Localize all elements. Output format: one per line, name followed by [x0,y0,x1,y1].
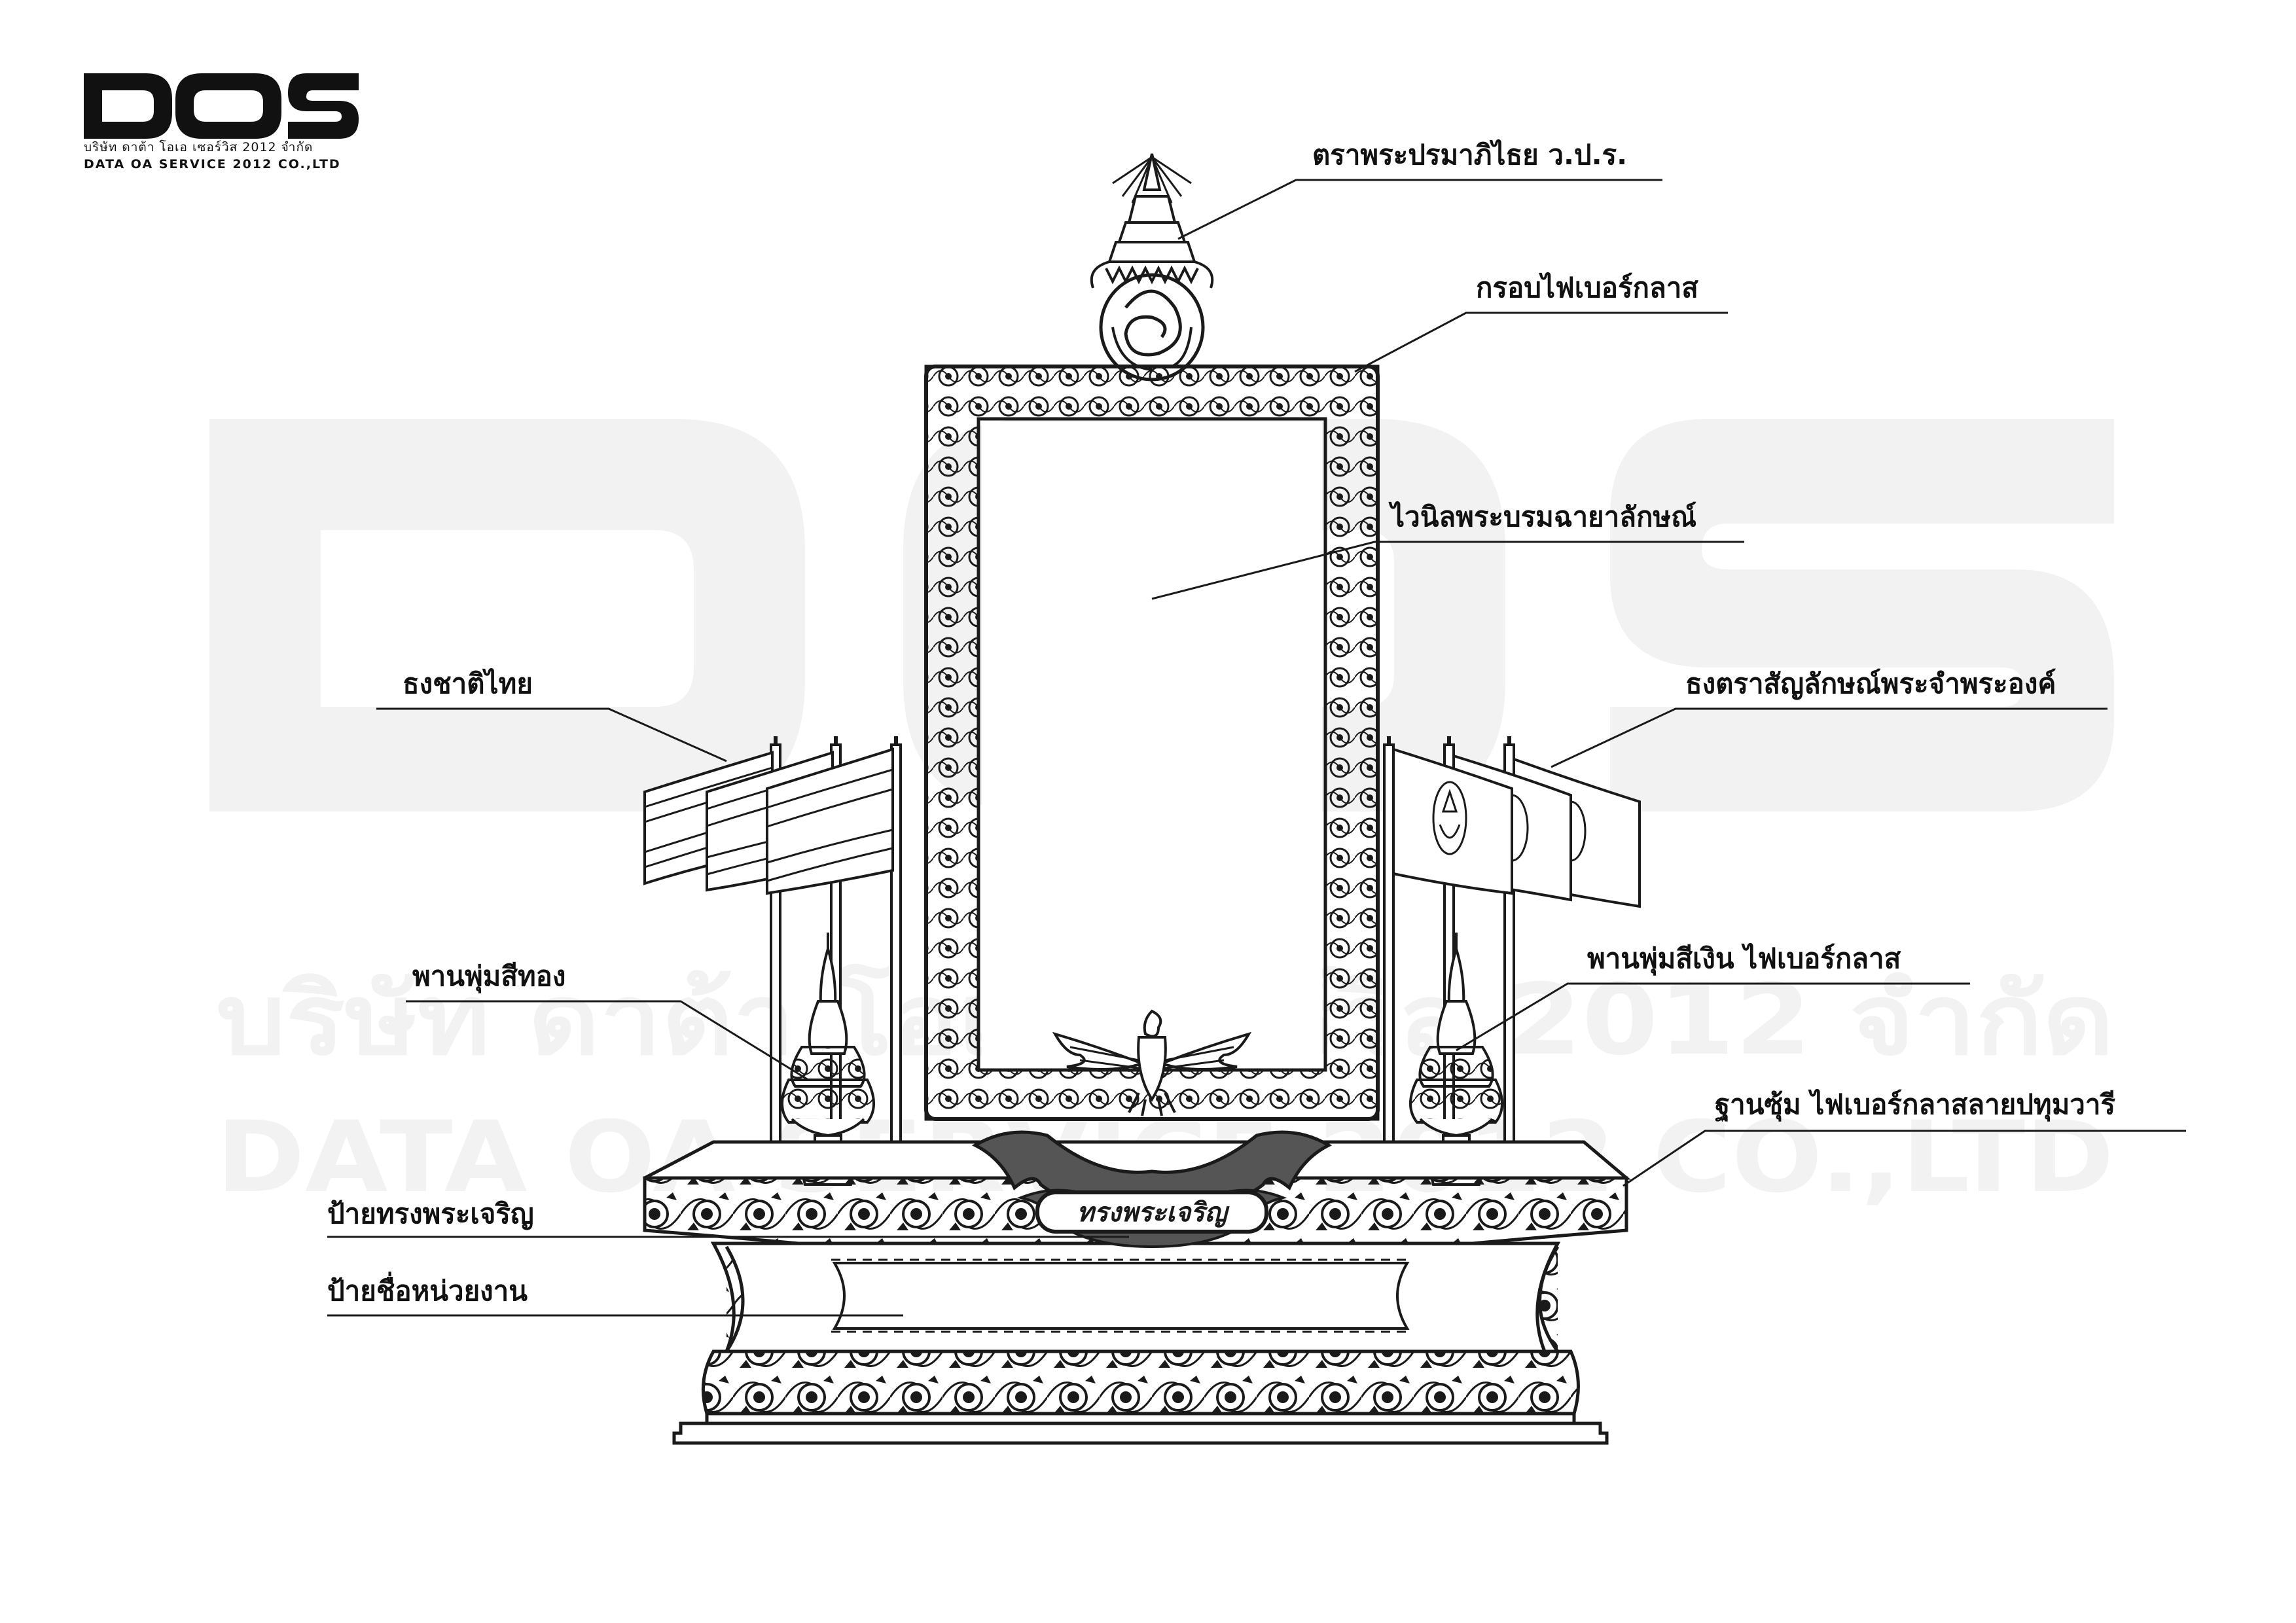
label-base: ฐานซุ้ม ไฟเบอร์กลาสลายปทุมวารี [1715,1088,2116,1120]
label-gold-phan-phum: พานพุ่มสีทอง [412,960,566,992]
leader-lines [327,179,2186,1317]
leader-frame [1354,312,1728,373]
royal-flags [1383,736,1641,1152]
watermark-logo-d [209,419,805,812]
label-portrait-vinyl: ไวนิลพระบรมฉายาลักษณ์ [1391,501,1697,533]
leader-thai-flag [376,707,727,762]
label-thai-flag: ธงชาติไทย [403,668,533,700]
leader-gold-phan-phum [406,1000,809,1081]
label-royal-flag: ธงตราสัญลักษณ์พระจำพระองค์ [1685,668,2056,700]
company-name-th: บริษัท ดาต้า โอเอ เซอร์วิส 2012 จำกัด [84,140,314,154]
label-frame: กรอบไฟเบอร์กลาส [1476,272,1698,304]
portrait-area [982,422,1322,1067]
thai-flag-3 [766,747,894,895]
leader-portrait-vinyl [1151,541,1744,600]
company-name-en: DATA OA SERVICE 2012 CO.,LTD [84,157,341,171]
royal-emblem [1090,153,1214,382]
long-live-banner-text: ทรงพระเจริญ [1077,1197,1230,1228]
base-plinth [672,1421,1609,1445]
leader-royal-flag [1551,707,2108,768]
base-lower-band [701,1349,1580,1416]
royal-flag-1 [1392,747,1513,895]
company-brand: บริษัท ดาต้า โอเอ เซอร์วิส 2012 จำกัด DA… [84,73,372,173]
fiberglass-frame [924,365,1380,1121]
label-silver-phan-phum: พานพุ่มสีเงิน ไฟเบอร์กลาส [1587,942,1901,974]
label-long-live-sign: ป้ายทรงพระเจริญ [327,1198,534,1230]
company-logo [84,73,359,139]
watermark-logo-s [1610,419,2114,812]
leader-royal-emblem [1177,179,1662,240]
leader-base [1623,1130,2186,1187]
label-royal-emblem: ตราพระปรมาภิไธย ว.ป.ร. [1312,139,1628,171]
long-live-banner: ทรงพระเจริญ [971,1130,1333,1249]
agency-sign-panel [832,1262,1410,1330]
label-agency-sign: ป้ายชื่อหน่วยงาน [327,1275,528,1307]
garuda-emblem [1052,1009,1252,1116]
leader-silver-phan-phum [1456,982,1970,1052]
